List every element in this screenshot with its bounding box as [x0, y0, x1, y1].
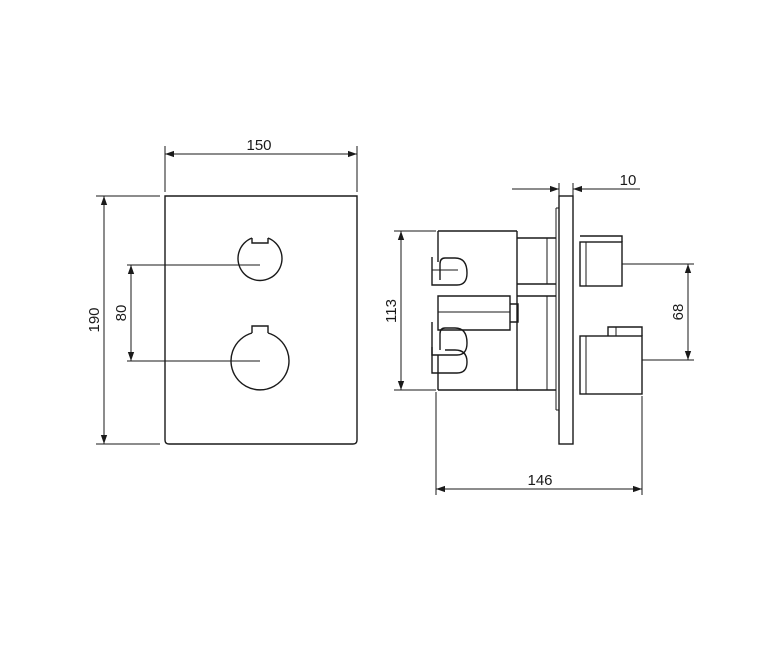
outlet-spacing-label: 68	[670, 304, 687, 321]
body-height-dimension: 113	[383, 230, 436, 391]
body-height-label: 113	[383, 299, 400, 323]
width-dimension: 150	[164, 137, 358, 192]
height-label: 190	[86, 307, 103, 332]
lower-knob-side	[579, 326, 643, 395]
plate-thickness-dimension: 10	[512, 172, 640, 196]
front-view: 150 190 80	[86, 137, 358, 445]
width-label: 150	[246, 137, 271, 154]
spacing-dimension: 80	[113, 265, 135, 361]
upper-knob-side	[579, 235, 623, 287]
height-dimension: 190	[86, 195, 160, 445]
valve-body	[431, 230, 556, 391]
spacing-label: 80	[113, 305, 130, 322]
upper-knob	[237, 237, 283, 282]
outlet-spacing-dimension: 68	[670, 264, 692, 360]
depth-label: 146	[527, 472, 552, 489]
front-cover-plate	[164, 195, 358, 445]
depth-dimension: 146	[435, 392, 643, 495]
side-view: 10 113 68 146	[383, 172, 694, 495]
plate-thickness-label: 10	[620, 172, 637, 189]
side-cover-plate	[558, 195, 574, 445]
lower-knob	[230, 325, 290, 391]
